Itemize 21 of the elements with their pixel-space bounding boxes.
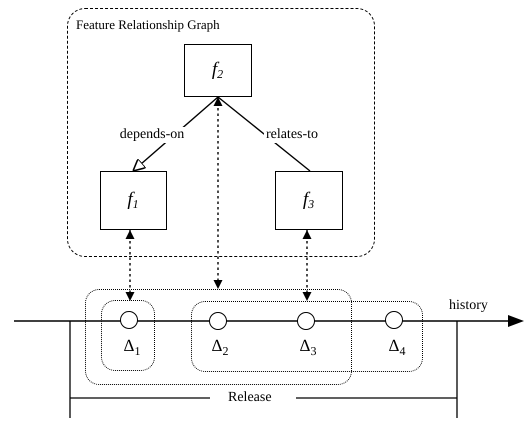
delta-label: Δ$_{3}$ <box>300 336 316 359</box>
dotted-arrow <box>302 230 312 301</box>
frame-title: Feature Relationship Graph <box>76 17 220 33</box>
dotted-arrow <box>214 97 222 289</box>
event-circle <box>209 312 227 330</box>
edge-label: relates-to <box>264 127 320 143</box>
dotted-arrow <box>126 230 134 301</box>
feature-box: f$_{2}$ <box>184 44 252 96</box>
event-circle <box>385 311 404 330</box>
delta-group <box>101 300 156 372</box>
delta-label: Δ$_{1}$ <box>124 336 140 359</box>
connector-line <box>218 96 310 172</box>
axis-label: history <box>446 298 491 314</box>
delta-label: Δ$_{4}$ <box>388 336 406 359</box>
event-circle <box>120 310 138 329</box>
feature-box: f$_{3}$ <box>274 170 342 230</box>
graph-frame <box>67 8 375 257</box>
feature-box: f$_{1}$ <box>100 170 166 230</box>
event-circle <box>297 312 315 330</box>
delta-label: Δ$_{2}$ <box>212 336 228 359</box>
edge-label: depends-on <box>118 127 186 143</box>
